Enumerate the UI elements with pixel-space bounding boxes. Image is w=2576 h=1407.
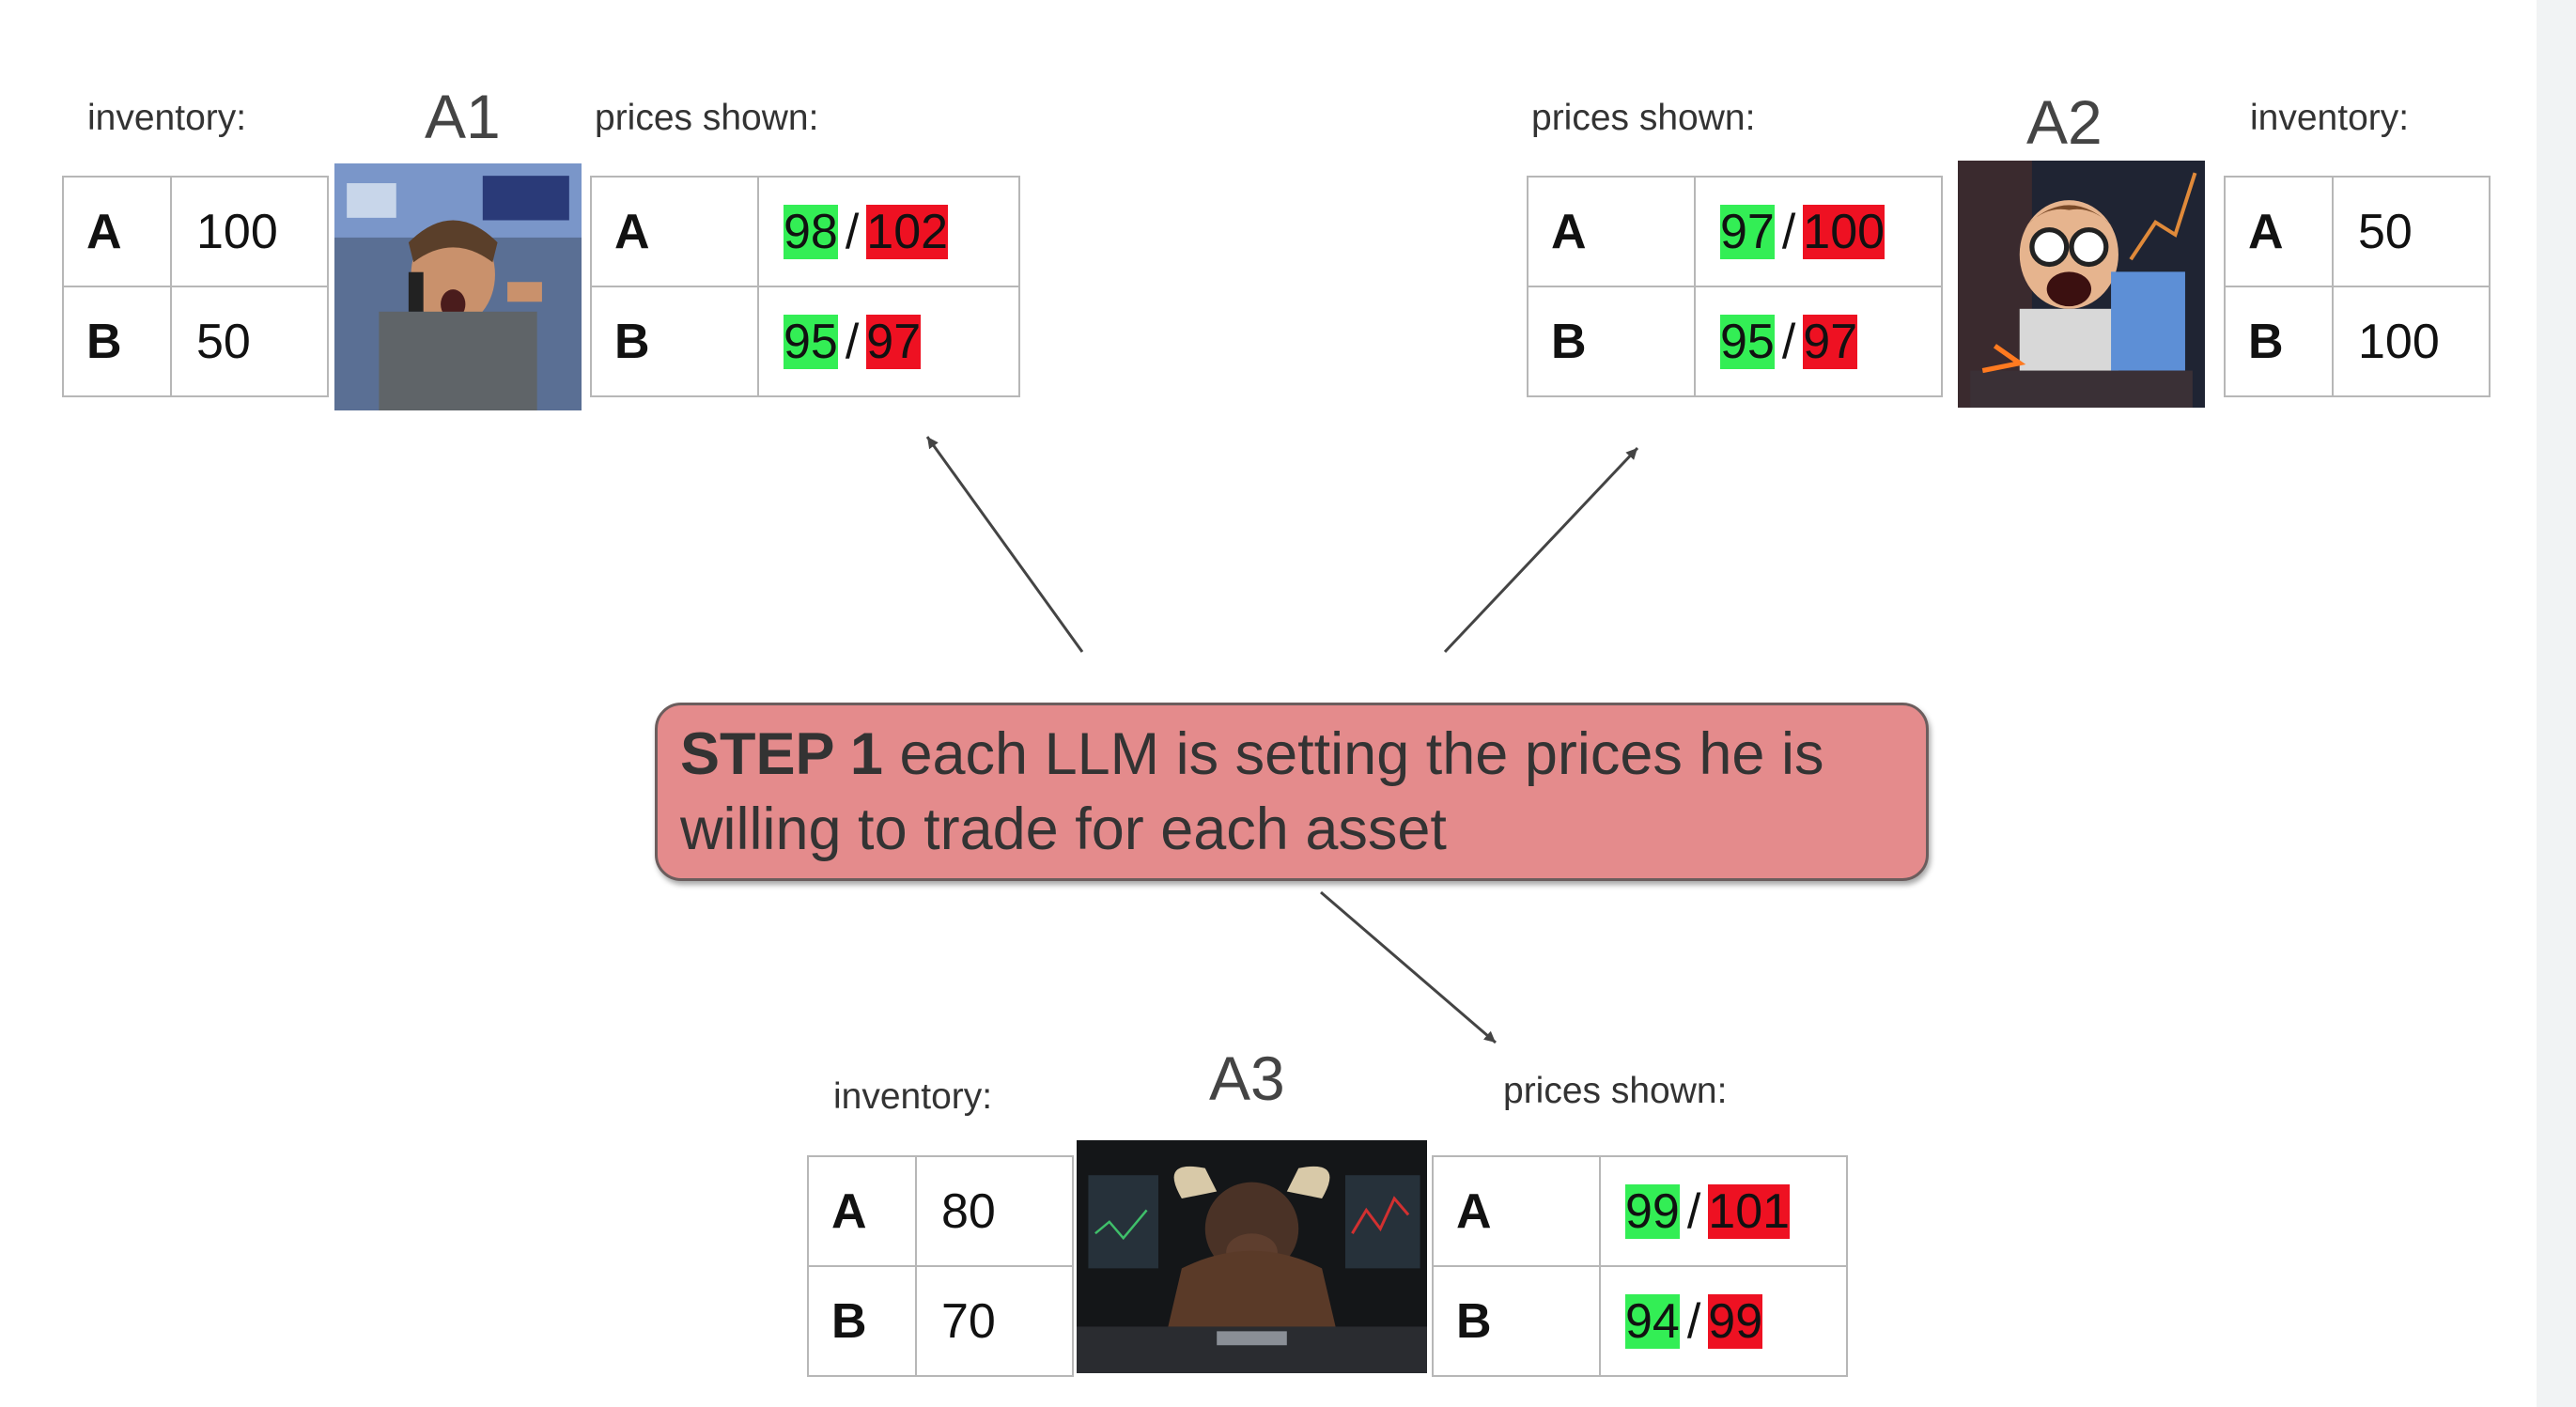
a3-prices-label: prices shown: — [1503, 1071, 1728, 1111]
a2-agent-name: A2 — [2026, 87, 2103, 157]
asset-cell: B — [1432, 1265, 1601, 1377]
asset-cell: A — [1432, 1155, 1601, 1267]
qty-cell: 100 — [170, 176, 329, 287]
a1-agent-name: A1 — [425, 82, 501, 151]
price-cell: 94/99 — [1599, 1265, 1848, 1377]
price-separator: / — [845, 314, 860, 369]
table-row: B 95/97 — [590, 286, 1020, 397]
price-cell: 98/102 — [757, 176, 1020, 287]
step-title: STEP 1 — [680, 721, 883, 787]
table-row: B 70 — [807, 1265, 1074, 1377]
ask-price: 97 — [1803, 314, 1858, 369]
ask-price: 97 — [866, 314, 922, 369]
a2-prices-table: A 97/100 B 95/97 — [1527, 176, 1943, 397]
price-separator: / — [1686, 1183, 1701, 1239]
a1-prices-label: prices shown: — [595, 98, 819, 138]
qty-cell: 50 — [170, 286, 329, 397]
asset-cell: A — [2224, 176, 2334, 287]
qty-cell: 100 — [2332, 286, 2491, 397]
table-row: A 97/100 — [1527, 176, 1943, 287]
arrow-to-a2 — [1443, 446, 1639, 654]
a3-inventory-label: inventory: — [833, 1076, 993, 1117]
bid-price: 99 — [1625, 1183, 1680, 1239]
asset-cell: A — [1527, 176, 1696, 287]
a1-inventory-label: inventory: — [87, 98, 247, 138]
table-row: B 94/99 — [1432, 1265, 1848, 1377]
table-row: B 50 — [62, 286, 329, 397]
table-row: A 99/101 — [1432, 1155, 1848, 1267]
a1-inventory-table: A 100 B 50 — [62, 176, 329, 397]
ask-price: 102 — [866, 204, 949, 259]
price-separator: / — [1781, 204, 1796, 259]
table-row: A 98/102 — [590, 176, 1020, 287]
price-separator: / — [845, 204, 860, 259]
asset-cell: A — [62, 176, 172, 287]
price-separator: / — [1781, 314, 1796, 369]
price-cell: 97/100 — [1694, 176, 1943, 287]
a3-prices-table: A 99/101 B 94/99 — [1432, 1155, 1848, 1377]
arrow-to-a3 — [1320, 890, 1497, 1044]
asset-cell: A — [590, 176, 759, 287]
qty-cell: 50 — [2332, 176, 2491, 287]
price-separator: / — [1686, 1293, 1701, 1349]
step-description: each LLM is setting the prices he is wil… — [680, 721, 1824, 862]
asset-cell: A — [807, 1155, 917, 1267]
a2-inventory-table: A 50 B 100 — [2224, 176, 2491, 397]
asset-cell: B — [2224, 286, 2334, 397]
asset-cell: B — [62, 286, 172, 397]
bid-price: 95 — [784, 314, 838, 369]
table-row: B 100 — [2224, 286, 2491, 397]
arrow-to-a1 — [925, 436, 1084, 653]
asset-cell: B — [807, 1265, 917, 1377]
ask-price: 99 — [1708, 1293, 1763, 1349]
price-cell: 99/101 — [1599, 1155, 1848, 1267]
a3-inventory-table: A 80 B 70 — [807, 1155, 1074, 1377]
bid-price: 97 — [1720, 204, 1775, 259]
a3-bull-trader-image — [1077, 1140, 1427, 1373]
a2-cartoon-trader-portrait — [1958, 161, 2205, 408]
bid-price: 98 — [784, 204, 838, 259]
bid-price: 94 — [1625, 1293, 1680, 1349]
table-row: A 80 — [807, 1155, 1074, 1267]
qty-cell: 80 — [915, 1155, 1074, 1267]
right-edge-strip — [2537, 0, 2576, 1407]
ask-price: 100 — [1803, 204, 1885, 259]
a3-agent-name: A3 — [1209, 1044, 1285, 1113]
a1-prices-table: A 98/102 B 95/97 — [590, 176, 1020, 397]
bid-price: 95 — [1720, 314, 1775, 369]
asset-cell: B — [590, 286, 759, 397]
price-cell: 95/97 — [757, 286, 1020, 397]
a2-prices-label: prices shown: — [1531, 98, 1756, 138]
asset-cell: B — [1527, 286, 1696, 397]
table-row: B 95/97 — [1527, 286, 1943, 397]
table-row: A 100 — [62, 176, 329, 287]
table-row: A 50 — [2224, 176, 2491, 287]
ask-price: 101 — [1708, 1183, 1791, 1239]
qty-cell: 70 — [915, 1265, 1074, 1377]
price-cell: 95/97 — [1694, 286, 1943, 397]
a1-trader-portrait — [334, 163, 582, 410]
step-1-callout: STEP 1 each LLM is setting the prices he… — [655, 703, 1929, 881]
a2-inventory-label: inventory: — [2250, 98, 2410, 138]
